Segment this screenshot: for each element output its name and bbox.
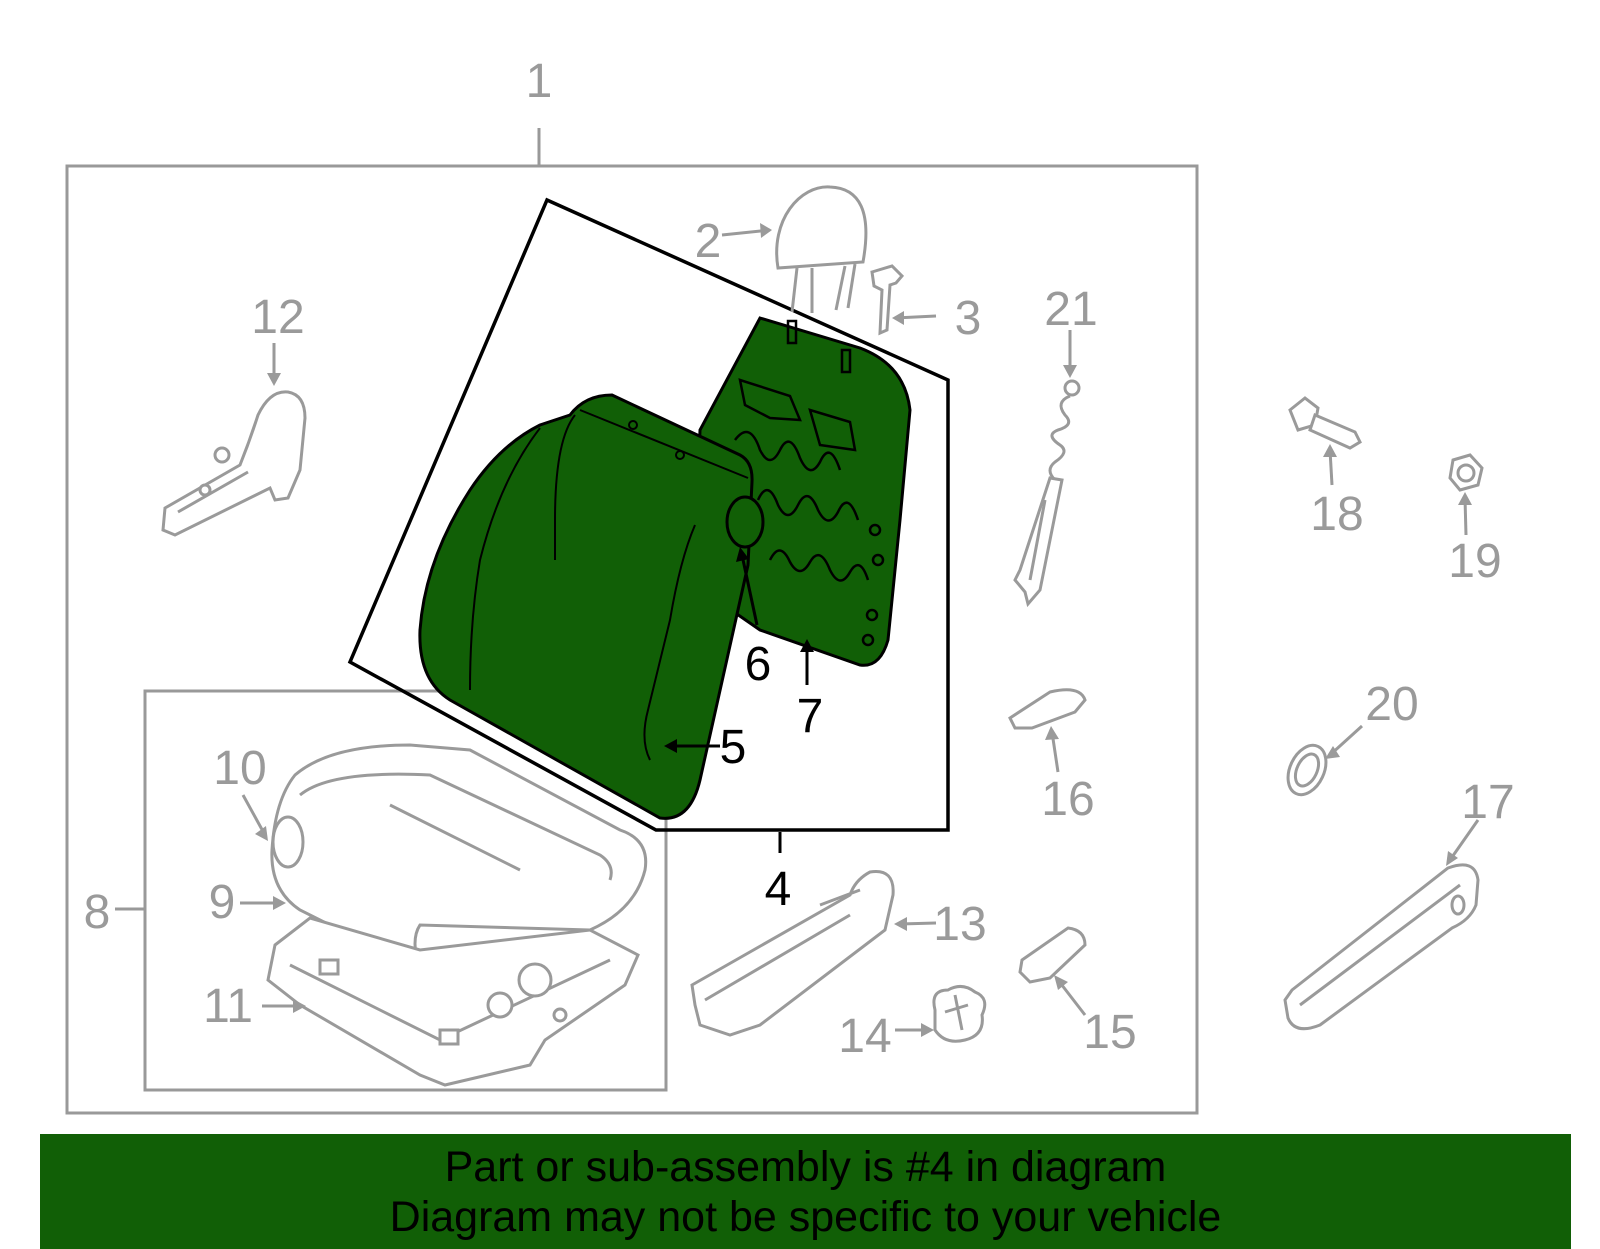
callout-7-arrowhead — [800, 639, 814, 652]
callout-18-label: 18 — [1310, 488, 1363, 541]
side-cover-part[interactable] — [725, 495, 765, 549]
headrest-part[interactable] — [775, 185, 868, 313]
callout-9-arrowhead — [273, 896, 286, 910]
callout-1-label: 1 — [526, 55, 553, 108]
assembly-frame — [65, 164, 1199, 1115]
bolt-part[interactable] — [1288, 396, 1362, 450]
callout-19-label: 19 — [1448, 535, 1501, 588]
callout-8-label: 8 — [84, 886, 111, 939]
callout-6-arrowhead — [736, 547, 749, 562]
callout-13-label: 13 — [933, 898, 986, 951]
nut-part[interactable] — [1448, 453, 1484, 492]
side-shield-part[interactable] — [1283, 863, 1480, 1031]
lumbar-cable-part[interactable] — [1013, 379, 1081, 608]
callout-12-label: 12 — [251, 291, 304, 344]
callout-11-label: 11 — [203, 980, 253, 1033]
knob-part[interactable] — [932, 985, 987, 1043]
callout-14-label: 14 — [838, 1010, 891, 1063]
callout-14-arrowhead — [921, 1023, 934, 1037]
callout-21-arrowhead — [1063, 365, 1077, 378]
banner-line-1: Part or sub-assembly is #4 in diagram — [444, 1143, 1167, 1191]
callout-12-arrowhead — [267, 373, 281, 386]
callout-17-arrowhead — [1446, 851, 1458, 866]
callout-15-label: 15 — [1083, 1006, 1136, 1059]
callout-6-arrow — [740, 554, 759, 626]
callout-5-arrowhead — [664, 739, 677, 753]
seatback-frame-part[interactable] — [693, 316, 912, 667]
seatback-assembly-frame — [347, 197, 950, 832]
callout-13-arrowhead — [894, 917, 907, 931]
seatback-cushion-part[interactable] — [418, 393, 754, 820]
callout-19-arrowhead — [1458, 492, 1472, 505]
track-cover-part[interactable] — [690, 869, 895, 1037]
headrest-guide-part[interactable] — [870, 264, 905, 336]
callout-6-label[interactable]: 6 — [745, 638, 772, 691]
switch-knob-part[interactable] — [1018, 926, 1087, 984]
callout-16-label: 16 — [1041, 773, 1094, 826]
callout-3-arrowhead — [892, 311, 904, 325]
callout-10-arrow — [241, 794, 267, 836]
callout-5-label[interactable]: 5 — [720, 721, 747, 774]
callout-17-label: 17 — [1461, 776, 1514, 829]
callout-3-label: 3 — [955, 292, 982, 345]
recliner-cover-part[interactable] — [161, 390, 307, 537]
banner-line-2: Diagram may not be specific to your vehi… — [389, 1193, 1222, 1241]
part-info-banner: Part or sub-assembly is #4 in diagram Di… — [40, 1134, 1571, 1249]
callout-2-label: 2 — [695, 215, 722, 268]
callout-16-arrowhead — [1045, 726, 1059, 740]
callout-21-label: 21 — [1044, 283, 1097, 336]
callout-4-label[interactable]: 4 — [765, 863, 792, 916]
callout-9-label: 9 — [209, 876, 236, 929]
lever-handle-part[interactable] — [1008, 688, 1087, 730]
callout-11-arrowhead — [293, 999, 306, 1013]
washer-part[interactable] — [1281, 739, 1334, 800]
seat-cushion-part[interactable] — [270, 743, 648, 988]
callout-2-arrowhead — [760, 223, 772, 238]
callout-10-label: 10 — [213, 742, 266, 795]
callout-15-arrowhead — [1054, 975, 1068, 990]
callout-20-label: 20 — [1365, 678, 1418, 731]
callout-17-arrow — [1448, 819, 1480, 861]
callout-10-arrowhead — [255, 826, 268, 841]
callout-20-arrowhead — [1325, 746, 1340, 759]
callout-18-arrowhead — [1323, 444, 1337, 457]
callout-7-label[interactable]: 7 — [797, 690, 824, 743]
